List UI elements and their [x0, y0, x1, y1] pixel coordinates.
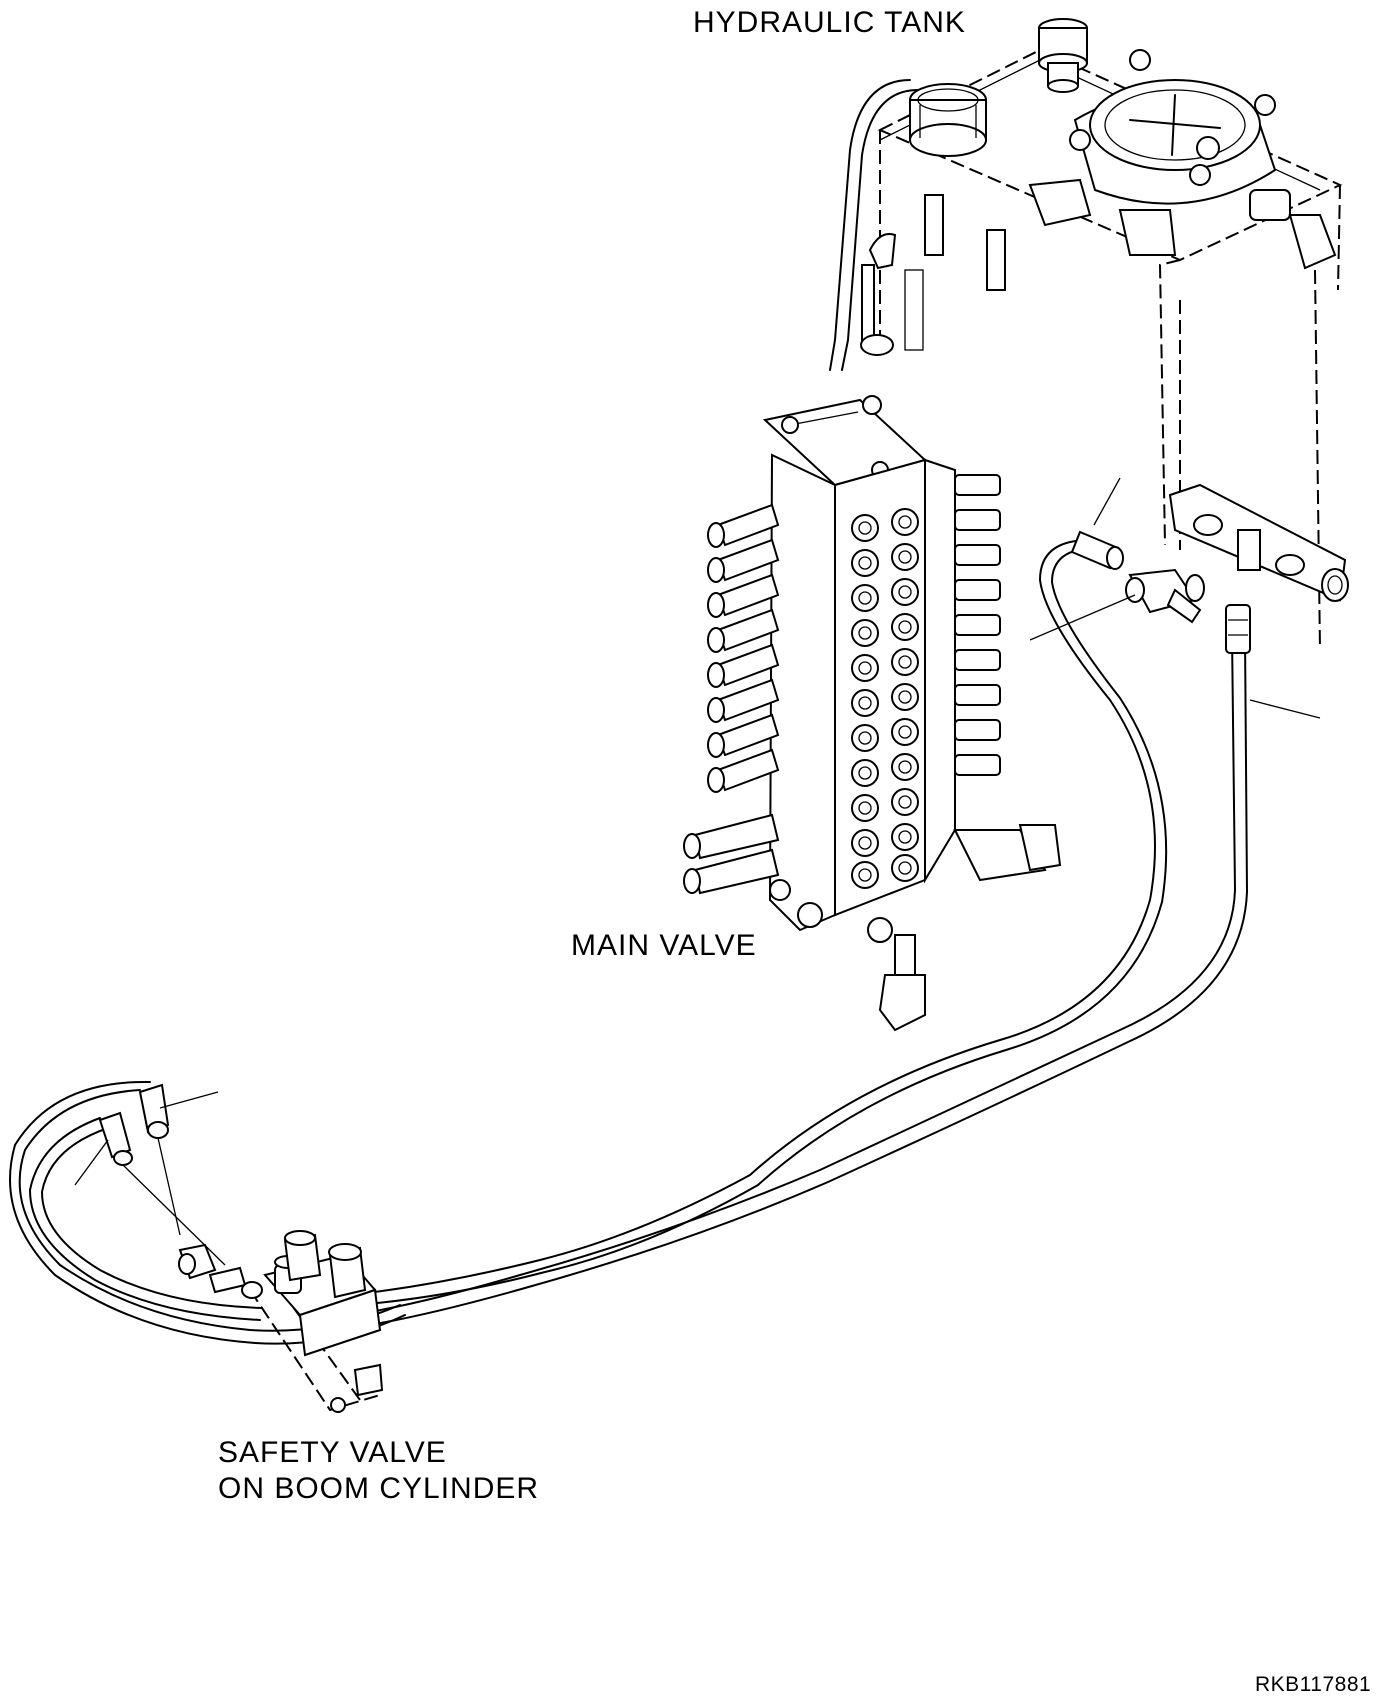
hoses: [9, 477, 1321, 1345]
hose-end-fittings: [98, 1083, 170, 1166]
safety-valve-label-line2: ON BOOM CYLINDER: [218, 1472, 540, 1505]
tank-return-pipe: [829, 79, 919, 371]
right-pilot-fittings: [954, 474, 1001, 776]
main-valve: [683, 395, 1062, 1032]
main-valve-outlets: [769, 824, 1062, 1032]
safety-valve-label: SAFETY VALVE ON BOOM CYLINDER: [218, 1435, 539, 1507]
strainer-cover: [1028, 49, 1337, 270]
breather-cap: [1038, 18, 1088, 93]
safety-valve: [178, 1230, 384, 1413]
spool-fittings: [851, 508, 919, 889]
hydraulic-tank-label: HYDRAULIC TANK: [693, 6, 966, 39]
hydraulic-tank: [829, 18, 1349, 651]
main-valve-label: MAIN VALVE: [571, 929, 757, 962]
drawing-code: RKB117881: [1255, 1673, 1372, 1696]
tank-manifold: [1168, 483, 1349, 602]
oil-filler-cap: [909, 83, 987, 157]
left-pilot-fittings: [683, 503, 780, 895]
safety-valve-label-line1: SAFETY VALVE: [218, 1436, 447, 1469]
